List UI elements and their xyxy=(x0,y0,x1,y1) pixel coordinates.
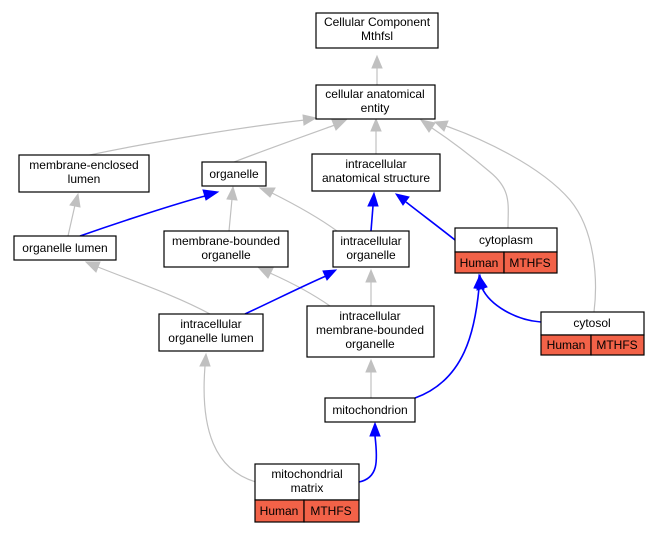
node-label-line: cytosol xyxy=(573,316,610,330)
node-label-line: matrix xyxy=(291,481,324,495)
node-intracellular-organelle[interactable]: intracellular organelle xyxy=(332,230,410,268)
node-cellular-anatomical-entity[interactable]: cellular anatomical entity xyxy=(315,84,436,120)
node-intracellular-anatomical-structure[interactable]: intracellular anatomical structure xyxy=(311,153,441,192)
edge-io-org xyxy=(271,192,338,232)
edge-orglumen-mel-arrowhead xyxy=(69,192,81,208)
edge-cyto-ias-arrowhead xyxy=(394,193,410,206)
annotation-gene-cell xyxy=(303,499,360,523)
edge-ias-cae-arrowhead xyxy=(370,117,382,132)
node-label-line: mitochondrion xyxy=(332,403,407,417)
edge-io-org-arrowhead xyxy=(258,187,276,198)
edge-cytosol-cyto xyxy=(481,287,542,323)
node-label-line: entity xyxy=(361,101,390,115)
node-label-line: membrane-bounded xyxy=(316,323,424,337)
edge-iol-orglumen-arrowhead xyxy=(84,261,101,273)
edge-cae-root-arrowhead xyxy=(371,54,383,69)
edge-org-cae-arrowhead xyxy=(331,119,348,131)
node-label-line: intracellular xyxy=(345,157,406,171)
edge-mel-cae xyxy=(84,119,306,157)
edges xyxy=(67,54,597,483)
node-mitochondrial-matrix[interactable]: mitochondrial matrix Human MTHFS xyxy=(254,463,360,523)
edge-imbo-mbo-arrowhead xyxy=(256,266,274,279)
edge-mm-mito xyxy=(358,435,378,483)
edge-cyto-ias xyxy=(405,201,456,241)
node-label-line: mitochondrial xyxy=(271,467,342,481)
node-membrane-bounded-organelle[interactable]: membrane-bounded organelle xyxy=(163,230,289,268)
node-intracellular-organelle-lumen[interactable]: intracellular organelle lumen xyxy=(158,313,264,352)
annotation-gene-cell xyxy=(590,334,645,356)
edge-cyto-cae-arrowhead xyxy=(419,119,436,133)
edge-cytosol-cae-arrowhead xyxy=(433,120,449,132)
edge-mel-cae-arrowhead xyxy=(302,114,318,126)
annotation-gene-cell xyxy=(503,251,558,274)
edge-cyto-cae xyxy=(431,127,509,229)
edge-mm-iol xyxy=(203,365,257,483)
node-label-line: organelle xyxy=(346,248,396,262)
node-label-line: Mthfsl xyxy=(361,29,393,43)
node-label-line: intracellular xyxy=(339,309,400,323)
annotation-species: Human xyxy=(547,338,586,352)
edge-io-ias xyxy=(370,205,374,232)
node-label-line: organelle xyxy=(345,337,395,351)
edge-mm-iol-arrowhead xyxy=(199,352,211,367)
annotation-species: Human xyxy=(260,504,299,518)
node-label-line: cytoplasm xyxy=(479,233,533,247)
annotation-species: Human xyxy=(460,256,499,270)
node-cytoplasm[interactable]: cytoplasm Human MTHFS xyxy=(454,227,558,274)
node-label-line: lumen xyxy=(68,172,101,186)
node-label-line: organelle xyxy=(209,167,259,181)
edge-mito-imbo-arrowhead xyxy=(365,358,377,373)
node-label-line: membrane-bounded xyxy=(172,234,280,248)
edge-mito-cyto xyxy=(414,287,480,399)
node-cellular-component-mthfsl[interactable]: Cellular Component Mthfsl xyxy=(315,12,439,49)
node-label-line: cellular anatomical xyxy=(325,87,424,101)
node-label-line: anatomical structure xyxy=(322,171,430,185)
node-organelle[interactable]: organelle xyxy=(201,161,267,187)
node-label-line: intracellular xyxy=(180,317,241,331)
node-cytosol[interactable]: cytosol Human MTHFS xyxy=(540,311,645,356)
node-label-line: organelle lumen xyxy=(22,241,107,255)
edge-iol-io-arrowhead xyxy=(322,269,338,281)
node-label-line: organelle xyxy=(201,248,251,262)
edge-mm-mito-arrowhead xyxy=(369,421,381,437)
annotation-gene: MTHFS xyxy=(596,338,637,352)
edge-iol-io xyxy=(244,275,327,315)
edge-orglumen-org-arrowhead xyxy=(202,189,220,201)
node-label-line: membrane-enclosed xyxy=(29,158,138,172)
edge-mbo-org-arrowhead xyxy=(226,185,238,201)
edge-imbo-io-arrowhead xyxy=(365,268,377,283)
edge-iol-orglumen xyxy=(97,266,211,315)
edge-orglumen-mel xyxy=(67,204,76,237)
node-intracellular-membrane-bounded-organelle[interactable]: intracellular membrane-bounded organelle xyxy=(306,305,435,358)
node-label-line: intracellular xyxy=(340,234,401,248)
edge-mito-cyto-arrowhead xyxy=(473,273,485,290)
node-mitochondrion[interactable]: mitochondrion xyxy=(324,397,416,423)
annotation-gene: MTHFS xyxy=(310,504,351,518)
node-membrane-enclosed-lumen[interactable]: membrane-enclosed lumen xyxy=(18,154,150,193)
node-organelle-lumen[interactable]: organelle lumen xyxy=(13,235,117,261)
node-label-line: organelle lumen xyxy=(168,331,253,345)
edge-mbo-org xyxy=(228,198,233,232)
edge-io-ias-arrowhead xyxy=(367,191,379,207)
edge-cytosol-cae xyxy=(445,125,597,313)
edge-org-cae xyxy=(233,124,336,163)
edge-orglumen-org xyxy=(79,195,206,237)
annotation-gene: MTHFS xyxy=(509,256,550,270)
node-label-line: Cellular Component xyxy=(324,15,431,29)
